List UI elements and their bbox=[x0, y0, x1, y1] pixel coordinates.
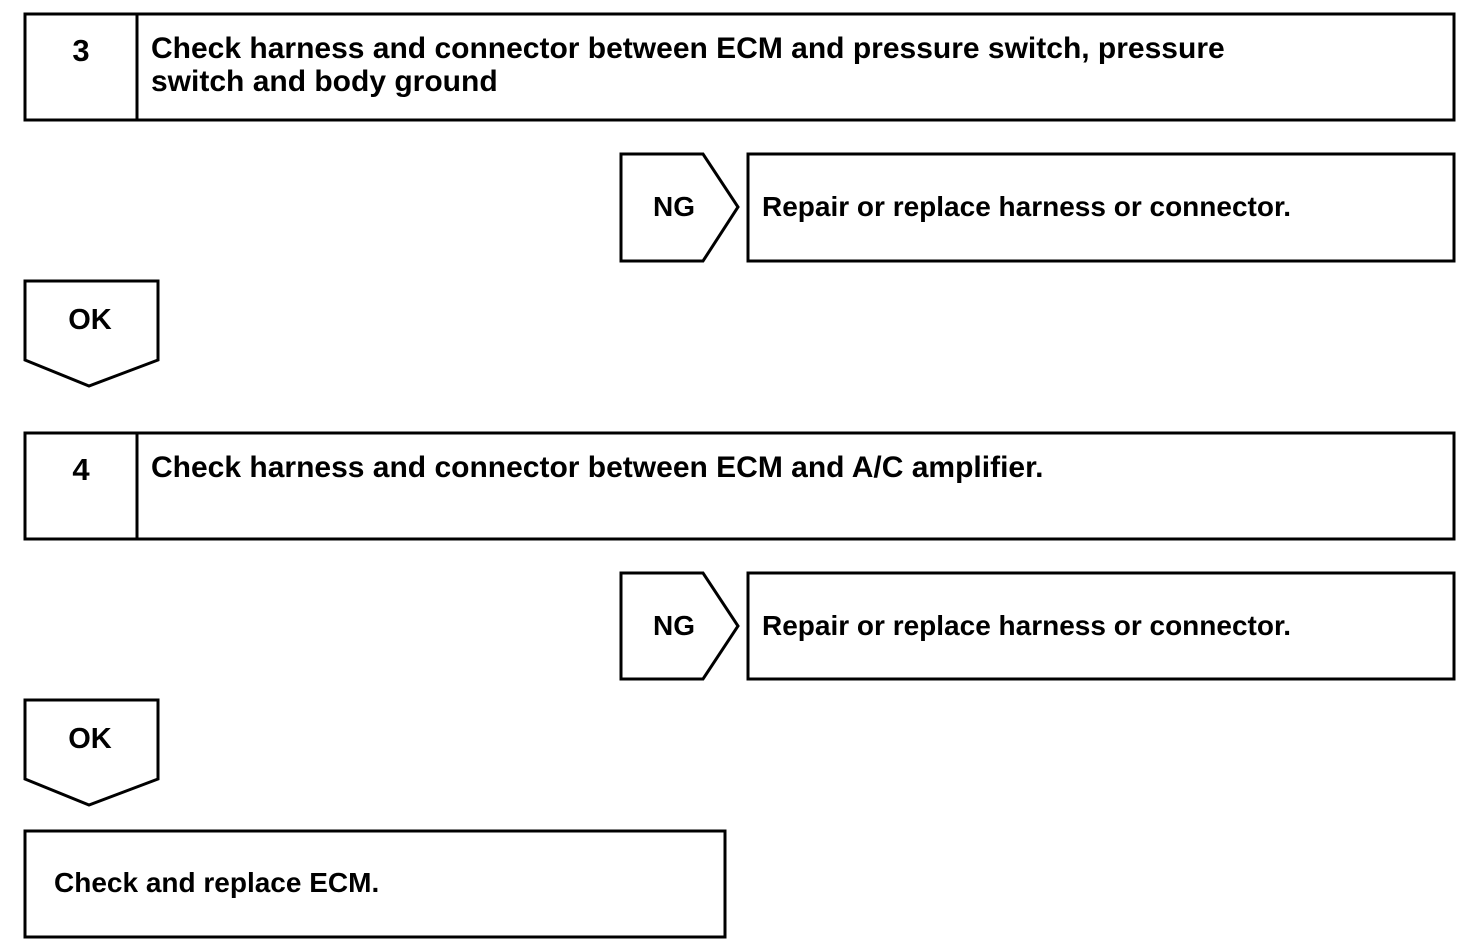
step-3-title-line-1: Check harness and connector between ECM … bbox=[151, 32, 1225, 65]
step-4-ng-action-box bbox=[746, 571, 1456, 681]
step-3-box bbox=[23, 12, 1456, 122]
step-4-box bbox=[23, 431, 1456, 541]
step-4-ng-label: NG bbox=[653, 610, 695, 641]
step-3-ng-label: NG bbox=[653, 191, 695, 222]
step-4-ok-label: OK bbox=[68, 723, 112, 755]
step-4-number: 4 bbox=[72, 452, 90, 487]
step-4-ng-arrow bbox=[619, 571, 740, 681]
step-4-ng-action: Repair or replace harness or connector. bbox=[762, 610, 1292, 641]
step-3-ok-arrow bbox=[23, 279, 160, 388]
step-4-title-line-1: Check harness and connector between ECM … bbox=[151, 451, 1044, 484]
final-action-box bbox=[23, 829, 727, 939]
step-3-title-line-2: switch and body ground bbox=[151, 65, 498, 98]
step-3-ng-arrow bbox=[619, 152, 740, 263]
final-action-label: Check and replace ECM. bbox=[54, 867, 380, 898]
step-3-ng-action-box bbox=[746, 152, 1456, 263]
step-3-ng-action: Repair or replace harness or connector. bbox=[762, 191, 1292, 222]
step-3-number: 3 bbox=[72, 33, 90, 68]
step-3-ok-label: OK bbox=[68, 304, 112, 336]
step-4-ok-arrow bbox=[23, 698, 160, 807]
